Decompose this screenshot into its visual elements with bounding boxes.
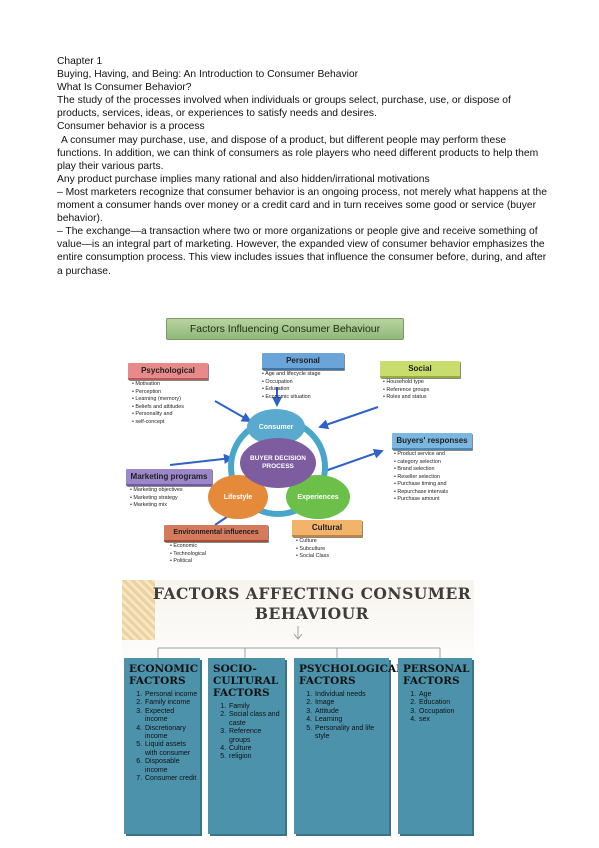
list-item: Purchase amount	[394, 496, 480, 504]
list-item: Motivation	[132, 381, 222, 389]
environmental-tag: Environmental influences	[164, 525, 268, 542]
factors-affecting-diagram: FACTORS AFFECTING CONSUMER BEHAVIOUR ECO…	[122, 580, 474, 838]
socio-cultural-title: SOCIO-CULTURAL FACTORS	[213, 663, 279, 699]
psychological-tag: Psychological	[128, 363, 208, 380]
buyers-responses-tag: Buyers' responses	[392, 433, 472, 450]
buyers-responses-list: Product service andcategory selectionBra…	[394, 451, 480, 504]
list-item: Education	[262, 386, 362, 394]
definition-paragraph: The study of the processes involved when…	[57, 95, 511, 120]
list-item: Personality and	[132, 411, 222, 419]
list-item: Personality and life style	[314, 725, 387, 742]
list-item: Occupation	[418, 708, 470, 716]
list-item: Perception	[132, 389, 222, 397]
list-item: Marketing strategy	[130, 495, 220, 503]
list-item: Repurchase intervals	[394, 489, 480, 497]
exchange-paragraph: – The exchange—a transaction where two o…	[57, 226, 547, 277]
document-text: Chapter 1 Buying, Having, and Being: An …	[57, 55, 547, 278]
economic-factors-box: ECONOMIC FACTORS Personal incomeFamily i…	[124, 658, 200, 834]
arrow-social	[318, 406, 379, 430]
list-item: Consumer credit	[144, 775, 198, 783]
list-item: Image	[314, 699, 387, 707]
list-item: Age and lifecycle stage	[262, 371, 362, 379]
psychological-factors-title: PSYCHOLOGICAL FACTORS	[299, 663, 404, 687]
cultural-tag: Cultural	[292, 520, 362, 537]
list-item: Social Class	[296, 553, 376, 561]
list-item: Technological	[170, 551, 250, 559]
list-item: Liquid assets with consumer	[144, 741, 198, 758]
diagram2-title-line1: FACTORS AFFECTING CONSUMER	[152, 584, 472, 603]
list-item: Individual needs	[314, 691, 387, 699]
list-item: Brand selection	[394, 466, 480, 474]
list-item: Education	[418, 699, 470, 707]
list-item: Personal income	[144, 691, 198, 699]
list-item: Beliefs and attitudes	[132, 404, 222, 412]
connector-lines	[157, 626, 441, 658]
list-item: Reference groups	[228, 728, 283, 745]
socio-cultural-box: SOCIO-CULTURAL FACTORS FamilySocial clas…	[208, 658, 285, 834]
arrow-buyers	[324, 448, 384, 472]
personal-factors-list: AgeEducationOccupationsex	[398, 691, 472, 725]
motivation-line: Any product purchase implies many ration…	[57, 173, 430, 185]
cultural-list: CultureSubcultureSocial Class	[296, 538, 376, 561]
list-item: self-concept	[132, 419, 222, 427]
diagram1-title: Factors Influencing Consumer Behaviour	[166, 318, 404, 340]
personal-list: Age and lifecycle stageOccupationEducati…	[262, 371, 362, 401]
list-item: Culture	[228, 745, 283, 753]
social-list: Household typeReference groupsRoles and …	[383, 379, 473, 402]
psychological-factors-list: Individual needsImageAttitudeLearningPer…	[294, 691, 389, 741]
factors-influencing-diagram: Factors Influencing Consumer Behaviour P…	[120, 313, 480, 575]
list-item: Expected income	[144, 708, 198, 725]
list-item: Social class and caste	[228, 711, 283, 728]
list-item: Family	[228, 703, 283, 711]
marketing-programs-tag: Marketing programs	[126, 469, 212, 486]
environmental-list: EconomicTechnologicalPolitical	[170, 543, 250, 566]
list-item: Marketing objectives	[130, 487, 220, 495]
list-item: Culture	[296, 538, 376, 546]
diagram2-title-line2: BEHAVIOUR	[254, 604, 370, 623]
arrow-marketing	[169, 453, 234, 466]
list-item: category selection	[394, 459, 480, 467]
list-item: Family income	[144, 699, 198, 707]
list-item: Product service and	[394, 451, 480, 459]
marketing-programs-list: Marketing objectivesMarketing strategyMa…	[130, 487, 220, 510]
list-item: Occupation	[262, 379, 362, 387]
economic-factors-list: Personal incomeFamily incomeExpected inc…	[124, 691, 200, 783]
list-item: Household type	[383, 379, 473, 387]
corner-decoration	[122, 580, 155, 640]
ongoing-process-paragraph: – Most marketers recognize that consumer…	[57, 186, 547, 225]
list-item: sex	[418, 716, 470, 724]
personal-factors-title: PERSONAL FACTORS	[403, 663, 470, 687]
list-item: religion	[228, 753, 283, 761]
list-item: Discretionary income	[144, 725, 198, 742]
process-paragraph: A consumer may purchase, use, and dispos…	[57, 134, 539, 172]
chapter-label: Chapter 1	[57, 56, 103, 67]
economic-factors-title: ECONOMIC FACTORS	[129, 663, 199, 687]
list-item: Reseller selection	[394, 474, 480, 482]
list-item: Disposable income	[144, 758, 198, 775]
list-item: Political	[170, 558, 250, 566]
list-item: Subculture	[296, 546, 376, 554]
psychological-list: MotivationPerceptionLearning (memory)Bel…	[132, 381, 222, 426]
list-item: Reference groups	[383, 387, 473, 395]
list-item: Roles and status	[383, 394, 473, 402]
list-item: Economic	[170, 543, 250, 551]
process-heading: Consumer behavior is a process	[57, 121, 205, 133]
diagram2-title: FACTORS AFFECTING CONSUMER BEHAVIOUR	[152, 584, 472, 624]
list-item: Learning (memory)	[132, 396, 222, 404]
psychological-factors-box: PSYCHOLOGICAL FACTORS Individual needsIm…	[294, 658, 404, 834]
list-item: Age	[418, 691, 470, 699]
list-item: Learning	[314, 716, 387, 724]
socio-cultural-list: FamilySocial class and casteReference gr…	[208, 703, 285, 762]
social-tag: Social	[380, 361, 460, 378]
buyer-decision-process: BUYER DECISION PROCESS	[240, 438, 316, 488]
personal-factors-box: PERSONAL FACTORS AgeEducationOccupations…	[398, 658, 472, 834]
list-item: Purchase timing and	[394, 481, 480, 489]
personal-tag: Personal	[262, 353, 344, 370]
list-item: Marketing mix	[130, 502, 220, 510]
section-heading: What Is Consumer Behavior?	[57, 82, 192, 94]
chapter-title: Buying, Having, and Being: An Introducti…	[57, 69, 359, 81]
list-item: Attitude	[314, 708, 387, 716]
list-item: Economic situation	[262, 394, 362, 402]
